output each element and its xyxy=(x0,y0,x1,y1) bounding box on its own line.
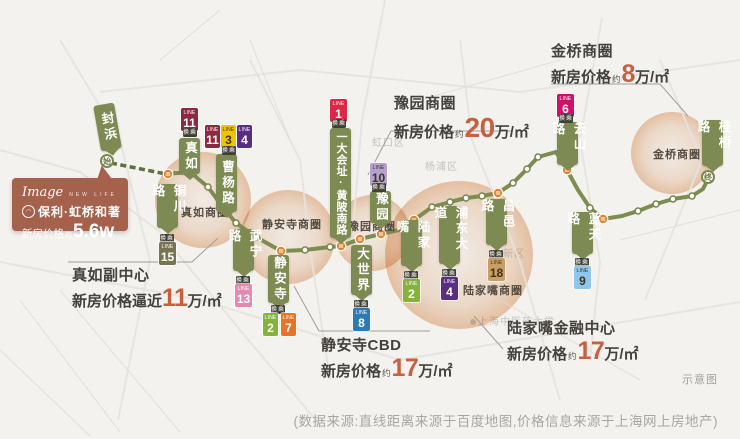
approx-label: 约 xyxy=(65,232,72,239)
station-board-caoyanglu: 曹杨路 xyxy=(216,154,237,212)
transfer-tag: 换乘 xyxy=(332,119,347,128)
price-value: 11 xyxy=(162,284,188,312)
station-board-lujiazui: 陆家嘴 xyxy=(395,220,430,266)
price-unit: 万/㎡ xyxy=(494,124,529,141)
brand-sub-label: NEW LIFE xyxy=(69,192,117,198)
transfer-tag: 换乘 xyxy=(372,183,387,192)
price-value: 17 xyxy=(391,354,419,382)
district-label-jingansi: 静安寺商圈 xyxy=(262,219,322,231)
map-label-yangpu: 杨浦区 xyxy=(425,162,458,173)
annotation-title: 陆家嘴金融中心 xyxy=(507,320,616,337)
district-label-lujiazui: 陆家嘴商圈 xyxy=(463,285,523,297)
price-unit: 万/㎡ xyxy=(604,346,639,363)
station-board-yunshanlu: 云山路 xyxy=(551,122,586,165)
price-prefix: 新房价格 xyxy=(507,346,568,363)
station-board-changyilu: 昌邑路 xyxy=(480,199,515,245)
price-value: 17 xyxy=(577,337,605,365)
price-unit: 万/㎡ xyxy=(418,363,453,380)
station-board-yuyuan: 豫园 xyxy=(370,191,391,223)
brand-script-logo: Image xyxy=(22,185,64,200)
price-prefix: 新房价格 xyxy=(551,69,612,86)
price-value: 5.6w xyxy=(73,221,115,242)
price-value: 20 xyxy=(464,112,496,143)
price-prefix: 新房价格 xyxy=(22,228,64,240)
station-board-tongchuanlu: 铜川路 xyxy=(151,184,186,228)
station-board-fengbang: 封浜 xyxy=(93,102,122,152)
price-prefix: 新房价格 xyxy=(394,124,455,141)
price-unit: 万/㎡ xyxy=(634,69,670,86)
transfer-tag: 换乘 xyxy=(559,114,574,123)
price-prefix: 新房价格逼近 xyxy=(72,293,163,310)
price-unit: 万/㎡ xyxy=(187,293,222,310)
schematic-note: 示意图 xyxy=(682,374,718,386)
station-board-jingansi: 静安寺 xyxy=(268,255,289,303)
station-board-guiqiaolu: 桂桥路 xyxy=(696,120,731,166)
station-board-zhenru: 真如 xyxy=(179,138,200,174)
transfer-tag: 换乘 xyxy=(183,128,198,137)
approx-label: 约 xyxy=(382,368,391,378)
station-board-wuninglu: 武宁路 xyxy=(227,229,262,271)
transfer-tag: 换乘 xyxy=(222,146,237,155)
station-board-pudongdadao: 浦东大道 xyxy=(433,206,468,264)
annotation-title: 豫园商圈 xyxy=(394,95,457,112)
approx-label: 约 xyxy=(455,129,464,139)
annotation-title: 真如副中心 xyxy=(72,267,150,284)
poly-logo-icon: ◠ xyxy=(22,205,35,218)
annotation-title: 静安寺CBD xyxy=(321,337,402,354)
annotation-title: 金桥商圈 xyxy=(551,43,614,60)
data-source-caption: (数据来源:直线距离来源于百度地图,价格信息来源于上海网上房地产) xyxy=(293,414,718,429)
price-prefix: 新房价格 xyxy=(321,363,382,380)
approx-label: 约 xyxy=(612,74,621,84)
station-board-yidahuizhi-huangpinanlu: 一大会址·黄陂南路 xyxy=(330,128,351,238)
brand-name: 保利·虹桥和著 xyxy=(38,205,121,219)
approx-label: 约 xyxy=(568,351,577,361)
station-board-lantianlu: 蓝天路 xyxy=(566,212,601,254)
station-board-dashijie: 大世界 xyxy=(351,245,372,295)
metro-line-dashed-segment xyxy=(110,161,167,176)
price-value: 8 xyxy=(621,60,636,88)
terminal-end-marker: 终 xyxy=(701,170,715,184)
